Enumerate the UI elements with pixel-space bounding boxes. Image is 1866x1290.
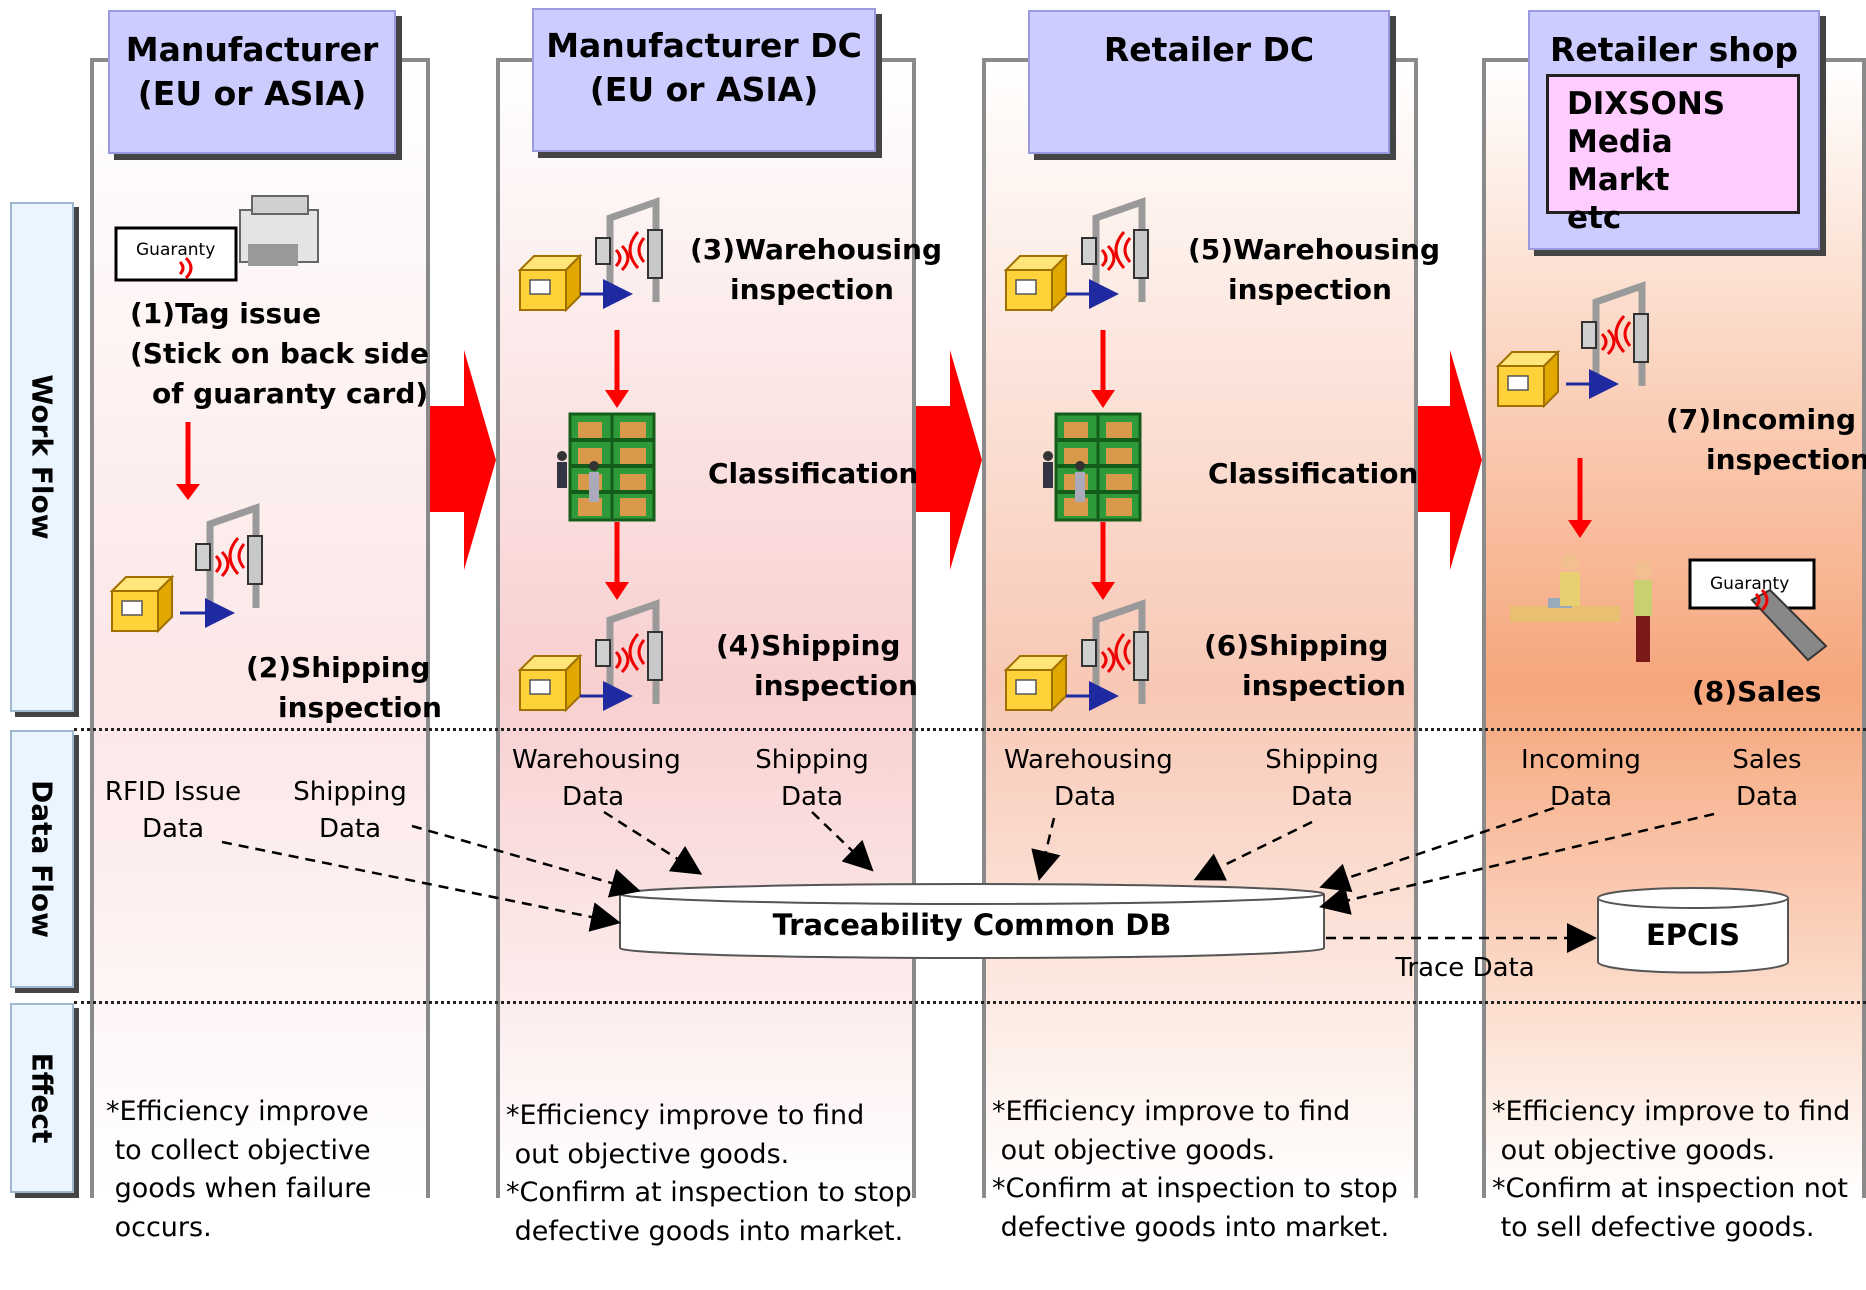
row-label-data-flow: Data Flow (10, 730, 74, 988)
shop-counter-icon (1510, 553, 1652, 662)
diagram-graphics (111, 195, 1828, 974)
effect-manufacturer-dc: *Efficiency improve to find out objectiv… (506, 1100, 912, 1247)
handheld-reader-icon (1750, 588, 1828, 662)
step-8-label: (8)Sales (1692, 675, 1822, 708)
common-db-label: Traceability Common DB (772, 908, 1172, 942)
header-manufacturer-dc: Manufacturer DC(EU or ASIA) (532, 8, 876, 152)
guaranty-card-label: Guaranty (136, 240, 216, 260)
workflow-dataflow-divider (74, 728, 1866, 731)
guaranty-card-icon (114, 226, 238, 282)
guaranty-card-2-label: Guaranty (1710, 574, 1790, 594)
effect-retailer-shop: *Efficiency improve to find out objectiv… (1492, 1096, 1851, 1243)
classification-label-2: Classification (1208, 457, 1419, 490)
effect-retailer-dc: *Efficiency improve to find out objectiv… (992, 1096, 1398, 1243)
printer-icon (239, 195, 319, 266)
row-label-work-flow: Work Flow (10, 202, 74, 712)
epcis-label: EPCIS (1645, 918, 1741, 952)
trace-data-label: Trace Data (1395, 953, 1535, 983)
classification-label-1: Classification (708, 457, 919, 490)
header-manufacturer: Manufacturer(EU or ASIA) (108, 10, 396, 154)
header-retailer-dc: Retailer DC (1028, 10, 1390, 154)
epcis-database-icon (1597, 887, 1789, 974)
dataflow-effect-divider (74, 1001, 1866, 1004)
row-label-effect: Effect (10, 1003, 74, 1193)
manufacturer-dc-column (496, 58, 916, 1198)
database-icon (619, 883, 1325, 959)
effect-manufacturer: *Efficiency improve to collect objective… (106, 1096, 372, 1243)
